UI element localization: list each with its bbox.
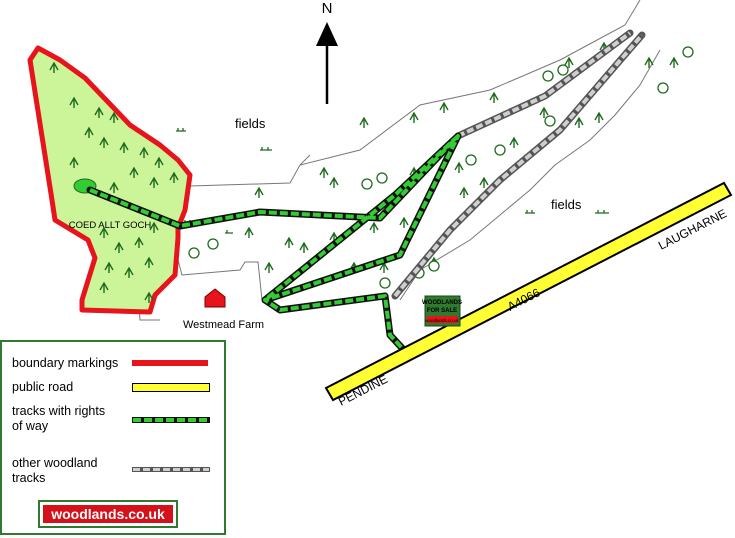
other-woodland-tracks (391, 29, 646, 300)
brand-logo[interactable]: woodlands.co.uk (38, 500, 178, 528)
legend-symbol-right-of-way (132, 417, 210, 423)
legend-label-boundary: boundary markings (12, 356, 119, 370)
legend-label-row-2: of way (12, 419, 49, 433)
sign-line-1: WOODLANDS (422, 300, 462, 306)
wood-name-label: COED ALLT GOCH (69, 220, 152, 231)
farm-building (204, 288, 226, 308)
farm-label: Westmead Farm (183, 319, 264, 331)
legend-symbol-other-track (132, 467, 210, 472)
conifer-trees (49, 41, 679, 303)
legend-symbol-road (132, 383, 210, 392)
fields-label-2: fields (551, 197, 582, 212)
legend-label-row-1: tracks with rights (12, 404, 106, 418)
deciduous-trees (188, 46, 694, 289)
brand-text: woodlands.co.uk (43, 505, 173, 523)
legend-label-other-1: other woodland (12, 456, 98, 470)
woodland-boundary (27, 45, 193, 315)
legend-label-other-2: tracks (12, 471, 46, 485)
sign-line-2: FOR SALE (427, 308, 457, 314)
north-label: N (322, 0, 333, 17)
legend-symbol-boundary (132, 360, 208, 366)
for-sale-sign: WOODLANDS FOR SALE woodlands.co.uk (422, 295, 462, 327)
a4066-road (324, 181, 733, 402)
legend-label-road: public road (12, 380, 74, 394)
sign-line-3: woodlands.co.uk (425, 318, 459, 323)
north-arrow: N (316, 0, 338, 104)
rights-of-way-tracks (86, 132, 462, 352)
fields-label-1: fields (235, 116, 266, 131)
